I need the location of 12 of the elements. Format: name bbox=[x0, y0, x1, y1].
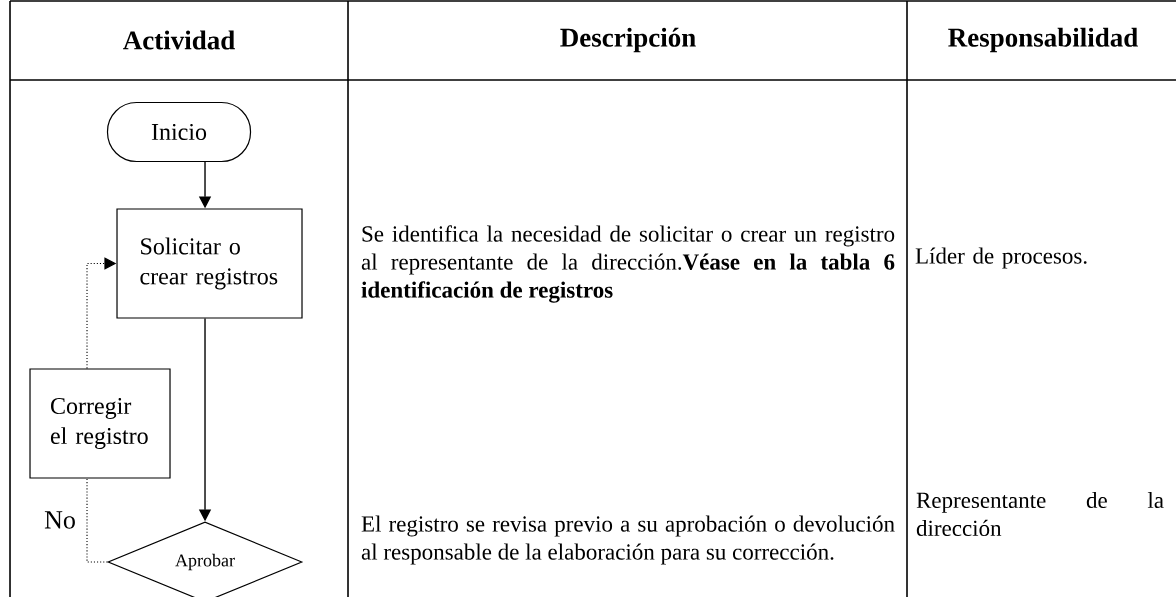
responsibility-text: Líder de procesos. bbox=[915, 247, 1087, 269]
start-terminal: Inicio bbox=[106, 101, 252, 163]
connector-line bbox=[86, 478, 108, 563]
process-box: Solicitar o crear registros bbox=[116, 208, 303, 319]
responsibility-text: Representante de la dirección bbox=[916, 491, 1164, 537]
process-box: Corregir el registro bbox=[29, 368, 171, 479]
column-header: Actividad bbox=[123, 30, 235, 50]
column-header: Descripción bbox=[560, 27, 696, 53]
description-text: Se identifica la necesidad de solicitar o crear un registro al representante de la dirección.Véase en la tabla 6 identificación de registros bbox=[361, 225, 895, 303]
edge-label: No bbox=[44, 511, 75, 529]
description-text: El registro se revisa previo a su aprobación o devolución al responsable de la elaboración para su corrección. bbox=[361, 515, 895, 565]
column-header: Responsabilidad bbox=[948, 27, 1138, 53]
